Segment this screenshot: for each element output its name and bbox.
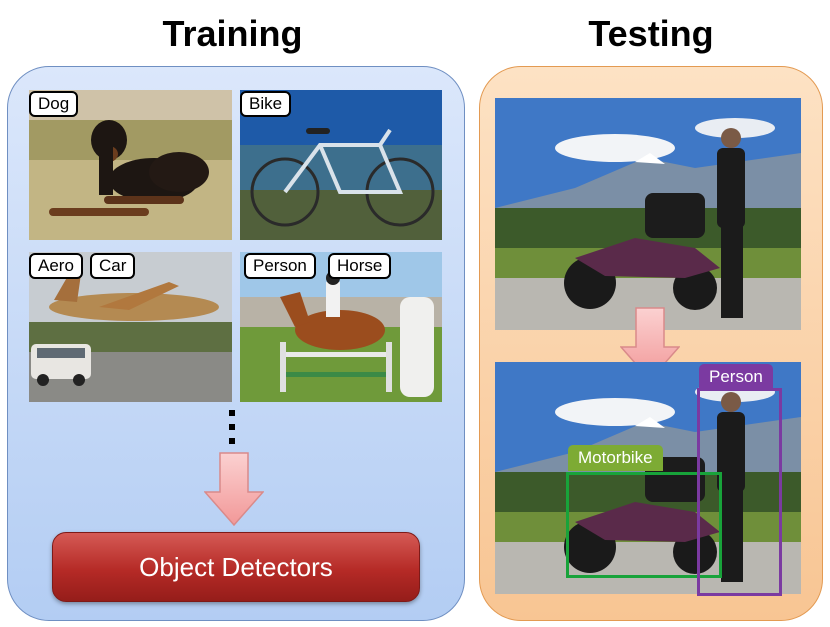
training-title: Training bbox=[162, 13, 303, 54]
down-arrow-icon bbox=[204, 452, 264, 526]
testing-title: Testing bbox=[588, 13, 714, 54]
person-bounding-box bbox=[697, 388, 782, 596]
ellipsis-dot bbox=[229, 424, 235, 430]
label-car: Car bbox=[90, 253, 136, 279]
label-person: Person bbox=[244, 253, 316, 279]
person-horse-photo bbox=[240, 252, 442, 402]
label-dog: Dog bbox=[29, 91, 79, 117]
motorbike-bounding-box bbox=[566, 472, 722, 578]
object-detectors-button: Object Detectors bbox=[52, 532, 420, 602]
ellipsis-dot bbox=[229, 438, 235, 444]
label-bike: Bike bbox=[240, 91, 292, 117]
person-detection-label: Person bbox=[699, 364, 773, 390]
label-aero: Aero bbox=[29, 253, 83, 279]
ellipsis-dot bbox=[229, 410, 235, 416]
test-input-photo bbox=[495, 98, 801, 330]
motorbike-detection-label: Motorbike bbox=[568, 445, 663, 471]
label-horse: Horse bbox=[328, 253, 392, 279]
